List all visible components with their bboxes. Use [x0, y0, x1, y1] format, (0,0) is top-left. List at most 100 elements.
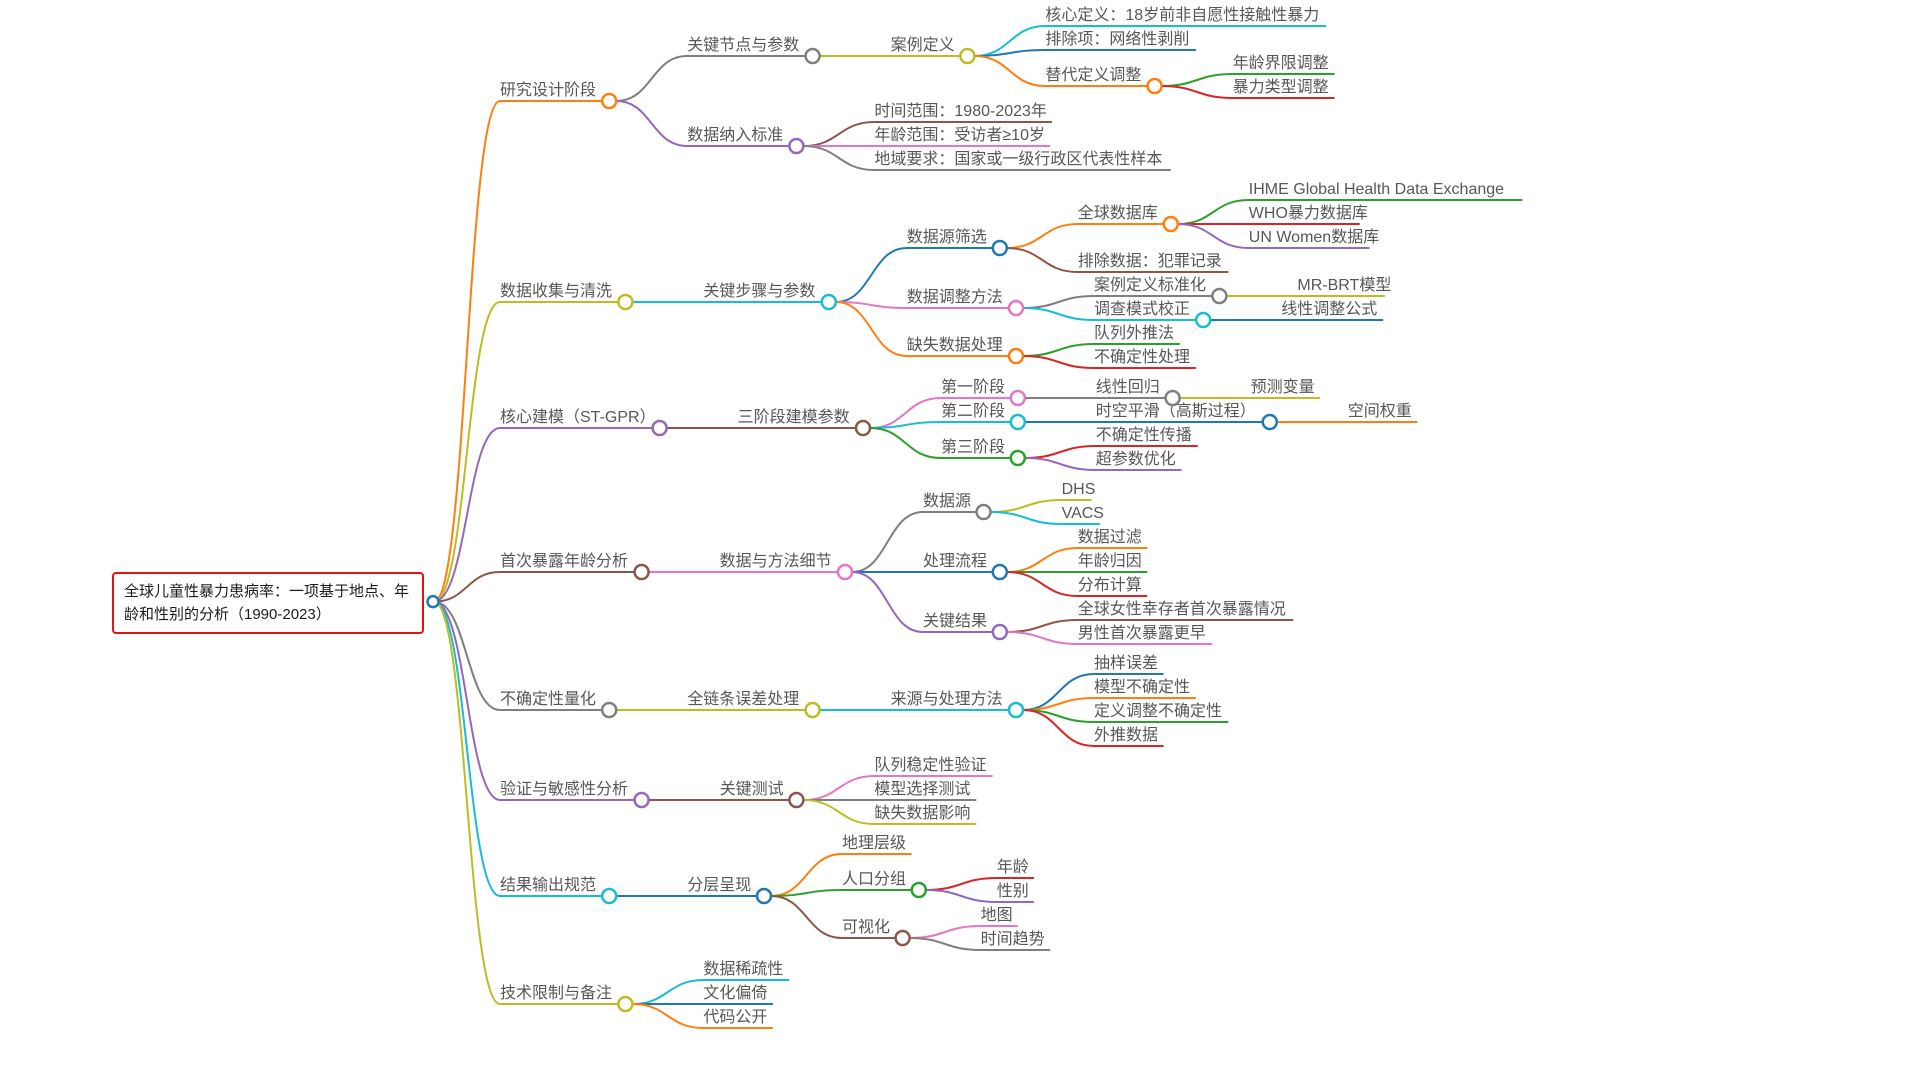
- mindmap-node-label[interactable]: 人口分组: [842, 870, 906, 888]
- collapse-toggle[interactable]: [804, 701, 821, 719]
- collapse-toggle[interactable]: [1261, 413, 1279, 431]
- mindmap-node-label[interactable]: 不确定性量化: [500, 690, 596, 708]
- mindmap-node-label[interactable]: 男性首次暴露更早: [1078, 624, 1206, 642]
- mindmap-node-label[interactable]: 性别: [997, 882, 1029, 900]
- collapse-toggle[interactable]: [991, 563, 1009, 581]
- collapse-toggle[interactable]: [975, 503, 992, 521]
- mindmap-node-label[interactable]: 年龄归因: [1078, 552, 1142, 570]
- collapse-toggle[interactable]: [617, 293, 634, 311]
- mindmap-node-label[interactable]: 空间权重: [1348, 402, 1412, 420]
- mindmap-node-label[interactable]: 线性调整公式: [1281, 300, 1377, 318]
- mindmap-node-label[interactable]: 地理层级: [842, 834, 906, 852]
- mindmap-node-label[interactable]: 年龄范围：受访者≥10岁: [874, 126, 1045, 144]
- collapse-toggle[interactable]: [755, 887, 773, 905]
- collapse-toggle[interactable]: [1164, 389, 1181, 407]
- collapse-toggle[interactable]: [804, 47, 821, 65]
- mindmap-node-label[interactable]: 首次暴露年龄分析: [500, 552, 628, 570]
- mindmap-node-label[interactable]: 不确定性处理: [1094, 348, 1190, 366]
- mindmap-node-label[interactable]: 调查模式校正: [1094, 300, 1190, 318]
- collapse-toggle[interactable]: [854, 419, 872, 437]
- mindmap-node-label[interactable]: 技术限制与备注: [500, 984, 612, 1002]
- collapse-toggle[interactable]: [1009, 449, 1027, 467]
- collapse-toggle[interactable]: [600, 701, 618, 719]
- collapse-toggle[interactable]: [651, 419, 668, 437]
- mindmap-node-label[interactable]: 可视化: [842, 918, 890, 936]
- mindmap-node-label[interactable]: 研究设计阶段: [500, 81, 596, 99]
- collapse-toggle[interactable]: [1009, 413, 1027, 431]
- collapse-toggle[interactable]: [959, 47, 976, 65]
- mindmap-node-label[interactable]: 处理流程: [923, 552, 987, 570]
- mindmap-node-label[interactable]: DHS: [1062, 481, 1096, 498]
- mindmap-node-label[interactable]: 时空平滑（高斯过程）: [1096, 402, 1256, 420]
- mindmap-node-label[interactable]: 数据调整方法: [907, 288, 1003, 306]
- collapse-toggle[interactable]: [1194, 311, 1212, 329]
- mindmap-node-label[interactable]: 分布计算: [1078, 575, 1142, 594]
- mindmap-node-label[interactable]: 分层呈现: [687, 876, 751, 894]
- mindmap-node-label[interactable]: 数据源: [923, 492, 971, 510]
- mindmap-node-label[interactable]: 排除数据：犯罪记录: [1078, 252, 1222, 270]
- collapse-toggle[interactable]: [1009, 389, 1027, 407]
- mindmap-node-label[interactable]: 三阶段建模参数: [738, 408, 850, 426]
- mindmap-node-label[interactable]: 数据与方法细节: [720, 552, 832, 570]
- mindmap-node-label[interactable]: 超参数优化: [1096, 450, 1176, 468]
- mindmap-node-label[interactable]: 年龄界限调整: [1233, 54, 1329, 72]
- mindmap-node-label[interactable]: 结果输出规范: [500, 876, 596, 894]
- mindmap-node-label[interactable]: 来源与处理方法: [891, 690, 1003, 708]
- collapse-toggle[interactable]: [617, 995, 634, 1013]
- mindmap-node-label[interactable]: 时间范围：1980-2023年: [874, 102, 1047, 120]
- mindmap-node-label[interactable]: 关键测试: [720, 780, 784, 798]
- mindmap-node-label[interactable]: 线性回归: [1096, 378, 1160, 396]
- collapse-toggle[interactable]: [633, 563, 650, 581]
- mindmap-node-label[interactable]: 模型选择测试: [874, 780, 970, 798]
- collapse-toggle[interactable]: [600, 887, 618, 905]
- mindmap-node-label[interactable]: IHME Global Health Data Exchange: [1249, 181, 1504, 198]
- mindmap-node-label[interactable]: 第二阶段: [941, 402, 1005, 420]
- collapse-toggle[interactable]: [991, 239, 1009, 257]
- mindmap-node-label[interactable]: 数据过滤: [1078, 528, 1142, 546]
- collapse-toggle[interactable]: [991, 623, 1009, 641]
- root-node[interactable]: 全球儿童性暴力患病率：一项基于地点、年龄和性别的分析（1990-2023）: [112, 571, 424, 635]
- mindmap-node-label[interactable]: WHO暴力数据库: [1249, 204, 1368, 222]
- mindmap-node-label[interactable]: 全球数据库: [1078, 204, 1158, 222]
- mindmap-node-label[interactable]: 全球女性幸存者首次暴露情况: [1078, 599, 1286, 618]
- mindmap-node-label[interactable]: 关键结果: [923, 612, 987, 630]
- mindmap-node-label[interactable]: 队列稳定性验证: [874, 756, 986, 774]
- mindmap-node-label[interactable]: 暴力类型调整: [1233, 78, 1329, 96]
- mindmap-node-label[interactable]: 第三阶段: [941, 438, 1005, 456]
- mindmap-node-label[interactable]: 替代定义调整: [1045, 66, 1141, 84]
- mindmap-node-label[interactable]: UN Women数据库: [1249, 228, 1379, 246]
- collapse-toggle[interactable]: [633, 791, 650, 809]
- mindmap-node-label[interactable]: 预测变量: [1251, 378, 1315, 396]
- mindmap-node-label[interactable]: 不确定性传播: [1096, 426, 1192, 444]
- mindmap-node-label[interactable]: 时间趋势: [981, 930, 1045, 948]
- mindmap-node-label[interactable]: 模型不确定性: [1094, 678, 1190, 696]
- mindmap-node-label[interactable]: 核心建模（ST-GPR）: [500, 408, 656, 426]
- collapse-toggle[interactable]: [788, 137, 805, 155]
- mindmap-node-label[interactable]: 验证与敏感性分析: [500, 780, 628, 798]
- collapse-toggle[interactable]: [894, 929, 911, 947]
- mindmap-node-label[interactable]: 定义调整不确定性: [1094, 702, 1222, 720]
- mindmap-node-label[interactable]: 数据纳入标准: [687, 126, 783, 144]
- collapse-toggle[interactable]: [1007, 701, 1025, 719]
- collapse-toggle[interactable]: [910, 881, 928, 899]
- collapse-toggle[interactable]: [1007, 347, 1025, 365]
- mindmap-node-label[interactable]: 核心定义：18岁前非自愿性接触性暴力: [1045, 6, 1319, 24]
- mindmap-node-label[interactable]: 第一阶段: [941, 378, 1005, 396]
- collapse-toggle[interactable]: [600, 92, 618, 110]
- collapse-toggle[interactable]: [1146, 77, 1163, 95]
- mindmap-node-label[interactable]: 案例定义标准化: [1094, 276, 1206, 294]
- collapse-toggle[interactable]: [1162, 215, 1180, 233]
- mindmap-node-label[interactable]: 地域要求：国家或一级行政区代表性样本: [874, 150, 1162, 168]
- mindmap-node-label[interactable]: 数据收集与清洗: [500, 282, 612, 300]
- mindmap-node-label[interactable]: 数据稀疏性: [703, 960, 783, 978]
- mindmap-node-label[interactable]: 全链条误差处理: [687, 690, 799, 708]
- mindmap-node-label[interactable]: 关键节点与参数: [687, 36, 799, 54]
- mindmap-node-label[interactable]: 排除项：网络性剥削: [1045, 29, 1189, 48]
- mindmap-node-label[interactable]: 抽样误差: [1094, 654, 1158, 672]
- collapse-toggle[interactable]: [788, 791, 805, 809]
- mindmap-node-label[interactable]: 缺失数据影响: [874, 804, 970, 822]
- mindmap-node-label[interactable]: 数据源筛选: [907, 227, 987, 246]
- collapse-toggle[interactable]: [820, 293, 838, 311]
- mindmap-node-label[interactable]: 缺失数据处理: [907, 336, 1003, 354]
- mindmap-node-label[interactable]: 外推数据: [1094, 726, 1158, 744]
